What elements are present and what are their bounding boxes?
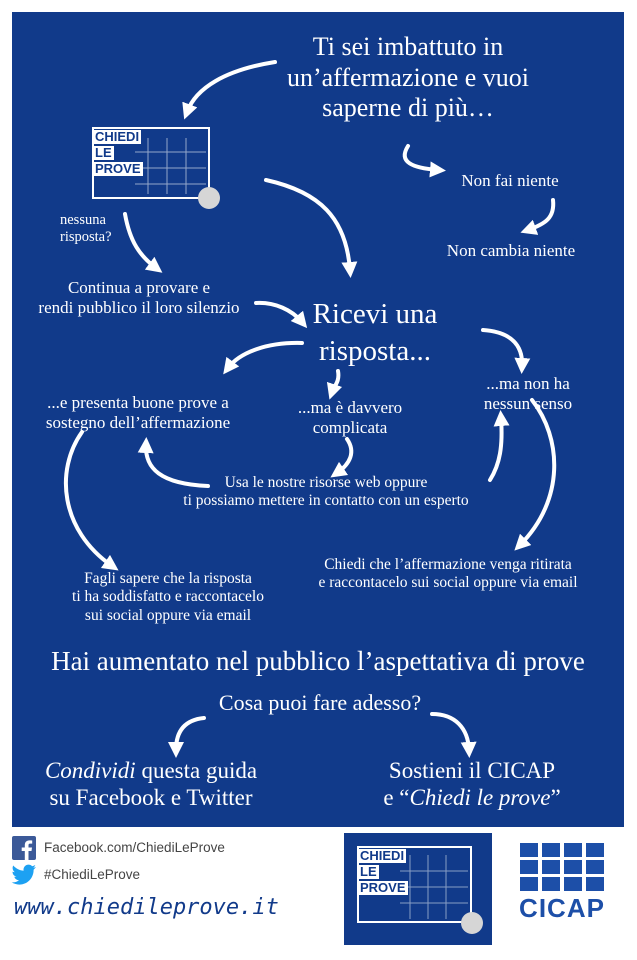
result-text: Hai aumentato nel pubblico l’aspettativa…	[51, 646, 585, 676]
footer: Facebook.com/ChiediLeProve #ChiediLeProv…	[0, 827, 637, 960]
cicap-wordmark: CICAP	[519, 893, 605, 923]
support-text: Sostieni il CICAP e “Chiedi le prove”	[383, 758, 561, 811]
cicap-logo: CICAP	[512, 841, 622, 933]
facebook-icon[interactable]	[12, 836, 36, 860]
logo-line-1: CHIEDI	[93, 129, 142, 144]
chiedi-le-prove-logo: CHIEDI LE PROVE	[90, 124, 220, 210]
facebook-link[interactable]: Facebook.com/ChiediLeProve	[44, 840, 225, 855]
withdraw-text: Chiedi che l’affermazione venga ritirata…	[318, 556, 578, 592]
chiedi-le-prove-footer-logo: CHIEDI LE PROVE	[344, 833, 492, 945]
logo-line-3: PROVE	[93, 161, 143, 176]
website-link[interactable]: www.chiedileprove.it	[14, 895, 279, 920]
twitter-hashtag[interactable]: #ChiediLeProve	[44, 867, 141, 882]
footer-logo-line-2: LE	[358, 864, 379, 879]
footer-logo-line-1: CHIEDI	[358, 848, 407, 863]
share-text: Condividi questa guida su Facebook e Twi…	[44, 758, 258, 811]
footer-logo-line-3: PROVE	[358, 880, 408, 895]
logo-line-2: LE	[93, 145, 114, 160]
twitter-icon[interactable]	[11, 864, 37, 886]
question-text: Cosa puoi fare adesso?	[218, 690, 422, 715]
do-nothing-text: Non fai niente	[461, 171, 559, 190]
nothing-changes-text: Non cambia niente	[446, 241, 576, 260]
